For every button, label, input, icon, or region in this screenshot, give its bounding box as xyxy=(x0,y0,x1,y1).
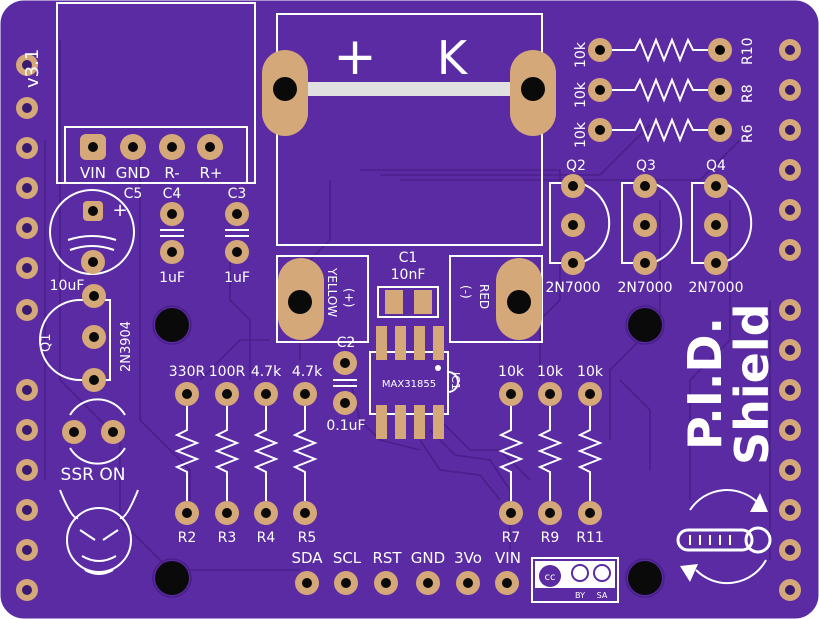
wire-terminals: YELLOW (+) RED (-) xyxy=(276,255,543,343)
c4-value: 1uF xyxy=(159,270,185,286)
q1-ref: Q1 xyxy=(39,333,54,352)
r7-value: 10k xyxy=(498,364,525,380)
i2c-header: SDA SCL RST GND 3Vo VIN xyxy=(291,549,521,595)
r4-value: 4.7k xyxy=(251,364,282,380)
c4-ref: C4 xyxy=(163,186,182,202)
r11-ref: R11 xyxy=(576,530,604,546)
version-label: v3.1 xyxy=(22,49,43,88)
q1-transistor: Q1 2N3904 xyxy=(39,284,134,392)
left-header xyxy=(16,54,38,601)
c3-ref: C3 xyxy=(228,186,247,202)
ic-ref: IC1 xyxy=(449,372,462,390)
q4-ref: Q4 xyxy=(706,158,726,174)
cc-license-icon: cc BY SA xyxy=(531,557,619,603)
ic1-max31855: MAX31855 IC1 xyxy=(369,326,462,439)
resistor-icon xyxy=(612,37,708,63)
c2-value: 0.1uF xyxy=(326,418,365,434)
c1-capacitor: C1 10nF xyxy=(377,250,439,318)
thermocouple-k: K xyxy=(437,31,469,85)
r2-value: 330R xyxy=(169,364,206,380)
r11-value: 10k xyxy=(577,364,604,380)
resistor-icon xyxy=(253,406,279,501)
thermocouple-block: + K xyxy=(262,13,556,246)
i2c-pin-rst: RST xyxy=(372,549,402,567)
left-resistors: 330R 100R 4.7k 4.7k R2 R3 R4 R5 xyxy=(169,364,323,546)
c3-value: 1uF xyxy=(224,270,250,286)
board-title-line2: Shield xyxy=(725,303,779,465)
r2-ref: R2 xyxy=(178,530,197,546)
q3-part: 2N7000 xyxy=(617,280,672,296)
ic-part: MAX31855 xyxy=(382,379,436,390)
cc-by: BY xyxy=(575,591,585,600)
resistor-icon xyxy=(292,406,318,501)
pin-label-vin: VIN xyxy=(80,164,106,182)
r4-ref: R4 xyxy=(257,530,276,546)
resistor-icon xyxy=(612,77,708,103)
q2-part: 2N7000 xyxy=(545,280,600,296)
r3-ref: R3 xyxy=(218,530,237,546)
c4-c3-capacitors: C4 C3 1uF 1uF xyxy=(159,186,250,286)
r7-ref: R7 xyxy=(502,530,521,546)
i2c-pin-sda: SDA xyxy=(291,549,323,567)
pin-label-r-plus: R+ xyxy=(200,164,223,182)
c2-ref: C2 xyxy=(337,335,356,351)
q4-part: 2N7000 xyxy=(688,280,743,296)
resistor-icon xyxy=(577,406,603,501)
power-connector: VIN GND R- R+ xyxy=(56,2,256,184)
q2-ref: Q2 xyxy=(566,158,586,174)
top-resistors: 10k 10k 10k R10 R8 R6 xyxy=(573,37,756,148)
c5-ref: C5 xyxy=(124,186,143,202)
pin-label-r-minus: R- xyxy=(164,164,179,182)
mosfets: Q2 Q3 Q4 2N7000 2N7000 2N7000 xyxy=(545,158,753,296)
c1-ref: C1 xyxy=(399,250,418,266)
c5-capacitor: + C5 10uF xyxy=(49,186,143,294)
ssr-label: SSR ON xyxy=(61,465,126,485)
q3-ref: Q3 xyxy=(636,158,656,174)
c2-capacitor: C2 0.1uF xyxy=(326,335,365,434)
r8-ref: R8 xyxy=(740,84,756,103)
thermometer-cycle-icon xyxy=(676,488,772,585)
resistor-icon xyxy=(498,406,524,501)
r3-value: 100R xyxy=(209,364,246,380)
c5-value: 10uF xyxy=(50,278,85,294)
yellow-label: YELLOW xyxy=(325,267,339,317)
i2c-pin-gnd: GND xyxy=(411,549,445,567)
resistor-icon xyxy=(214,406,240,501)
mounting-holes xyxy=(152,305,665,598)
resistor-icon xyxy=(174,406,200,501)
r9-value: 10k xyxy=(537,364,564,380)
r5-ref: R5 xyxy=(298,530,317,546)
cc-sa: SA xyxy=(597,591,608,600)
cc-mark: cc xyxy=(545,572,556,583)
right-header xyxy=(779,39,801,601)
red-sign: (-) xyxy=(459,285,473,299)
q1-part: 2N3904 xyxy=(119,321,134,372)
r6-ref: R6 xyxy=(740,124,756,143)
ssr-led: SSR ON xyxy=(61,398,126,485)
resistor-icon xyxy=(537,406,563,501)
devil-logo-icon xyxy=(59,489,139,575)
right-resistors: 10k 10k 10k R7 R9 R11 xyxy=(498,364,604,546)
i2c-pin-vin: VIN xyxy=(495,549,521,567)
c1-value: 10nF xyxy=(391,267,426,283)
r5-value: 4.7k xyxy=(292,364,323,380)
i2c-pin-3vo: 3Vo xyxy=(454,549,482,567)
pin-label-gnd: GND xyxy=(116,164,150,182)
svg-text:+: + xyxy=(112,200,127,221)
r10-value: 10k xyxy=(573,41,589,68)
thermocouple-plus: + xyxy=(333,27,377,87)
r8-value: 10k xyxy=(573,81,589,108)
r10-ref: R10 xyxy=(740,37,756,65)
resistor-icon xyxy=(612,117,708,143)
copper-traces xyxy=(44,40,771,571)
yellow-sign: (+) xyxy=(342,288,356,307)
i2c-pin-scl: SCL xyxy=(333,549,362,567)
board-title-line1: P.I.D. xyxy=(678,317,732,450)
r6-value: 10k xyxy=(573,121,589,148)
r9-ref: R9 xyxy=(541,530,560,546)
red-label: RED xyxy=(477,284,491,309)
